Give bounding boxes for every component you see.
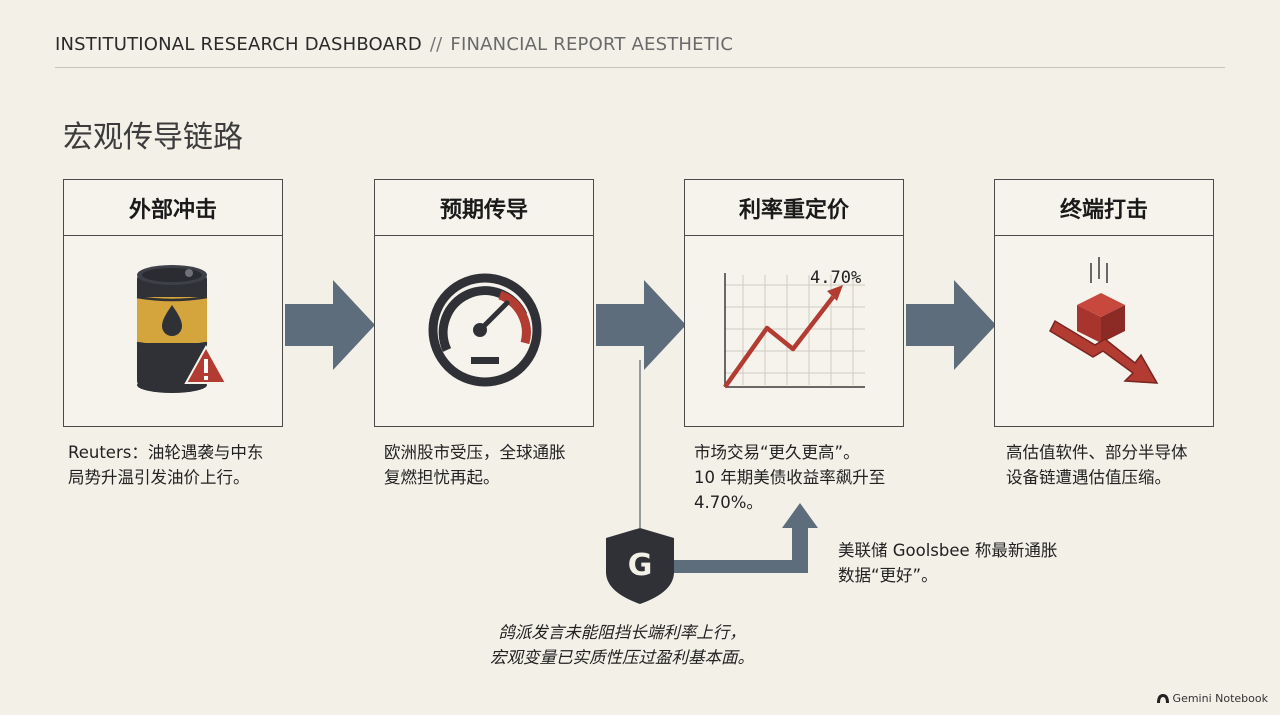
page-title: 宏观传导链路 bbox=[63, 120, 243, 155]
conclusion-text: 鸽派发言未能阻挡长端利率上行， 宏观变量已实质性压过盈利基本面。 bbox=[490, 623, 754, 667]
fed-note: 美联储 Goolsbee 称最新通胀 数据“更好”。 bbox=[838, 541, 1058, 585]
flow-arrow-icon bbox=[285, 280, 375, 370]
chart-value-label: 4.70% bbox=[810, 268, 862, 288]
stage-desc-external-shock: Reuters：油轮遇袭与中东 局势升温引发油价上行。 bbox=[68, 443, 264, 487]
stage-title: 利率重定价 bbox=[685, 180, 903, 236]
svg-text:G: G bbox=[628, 548, 653, 583]
stage-card-external-shock: 外部冲击 bbox=[63, 179, 283, 427]
speedometer-gauge-icon bbox=[428, 273, 542, 387]
falling-block-arrow-icon bbox=[1049, 257, 1159, 384]
stage-card-terminal-impact: 终端打击 bbox=[994, 179, 1214, 427]
stage-title: 终端打击 bbox=[995, 180, 1213, 236]
stage-card-expectation: 预期传导 bbox=[374, 179, 594, 427]
shield-g-icon bbox=[606, 528, 674, 604]
stage-title: 预期传导 bbox=[375, 180, 593, 236]
stage-card-rate-repricing: 利率重定价 4.70% bbox=[684, 179, 904, 427]
notebook-logo-icon bbox=[1156, 694, 1169, 703]
flow-arrow-icon bbox=[906, 280, 996, 370]
header-divider bbox=[55, 67, 1225, 68]
header-separator: // bbox=[429, 34, 443, 55]
oil-barrel-warning-icon bbox=[136, 265, 228, 393]
header-subtitle: FINANCIAL REPORT AESTHETIC bbox=[450, 34, 734, 55]
stage-title: 外部冲击 bbox=[64, 180, 282, 236]
header: INSTITUTIONAL RESEARCH DASHBOARD // FINANC… bbox=[55, 34, 733, 55]
header-title: INSTITUTIONAL RESEARCH DASHBOARD bbox=[55, 34, 422, 55]
flow-arrow-icon bbox=[596, 280, 686, 370]
stage-desc-rate-repricing: 市场交易“更久更高”。 10 年期美债收益率飙升至 4.70%。 bbox=[694, 443, 886, 512]
brand-badge: Gemini Notebook bbox=[1156, 692, 1268, 705]
brand-label: Gemini Notebook bbox=[1172, 692, 1268, 705]
stage-desc-expectation: 欧洲股市受压，全球通胀 复燃担忧再起。 bbox=[384, 443, 566, 487]
rising-line-chart-icon bbox=[723, 273, 865, 389]
stage-desc-terminal-impact: 高估值软件、部分半导体 设备链遭遇估值压缩。 bbox=[1006, 443, 1188, 487]
